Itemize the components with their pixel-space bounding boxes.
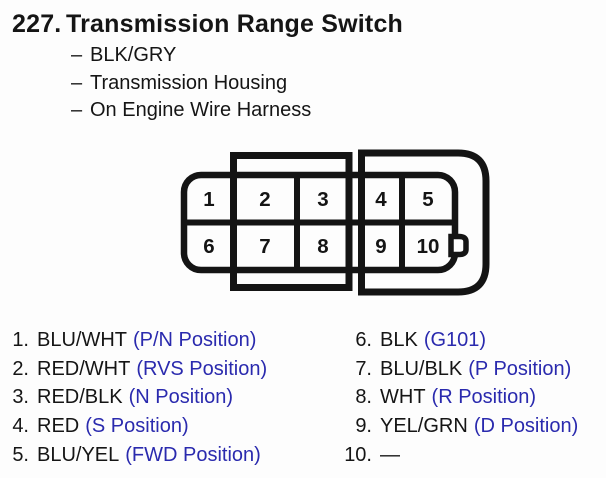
connector-pin-9: 9 — [375, 235, 386, 258]
wire-color: — — [380, 443, 400, 466]
connector-pin-4: 4 — [375, 188, 387, 211]
wire-color: BLU/BLK — [380, 357, 463, 380]
connector-pin-6: 6 — [203, 235, 214, 258]
pin-number: 1. — [12, 328, 29, 351]
pin-row-9: 9. YEL/GRN (D Position) — [342, 412, 578, 441]
connector-side-tab — [448, 233, 469, 258]
pin-row-8: 8. WHT (R Position) — [342, 383, 578, 412]
wire-color: BLU/WHT — [37, 328, 127, 351]
pin-row-7: 7. BLU/BLK (P Position) — [342, 355, 578, 384]
wire-color: RED/BLK — [37, 386, 123, 409]
pin-row-10: 10. — — [342, 441, 578, 470]
connector-pin-5: 5 — [422, 188, 433, 211]
wire-color: BLK — [380, 328, 418, 351]
wire-color: RED — [37, 414, 80, 437]
pin-function: (R Position) — [431, 386, 537, 409]
pin-row-4: 4. RED (S Position) — [12, 412, 267, 441]
dash-bullet: – — [71, 44, 83, 67]
pin-function: (P/N Position) — [133, 328, 257, 351]
pin-number: 10. — [344, 443, 372, 466]
page-title: 227. Transmission Range Switch — [12, 10, 403, 39]
connector-pin-2: 2 — [259, 188, 270, 211]
connector-pin-1: 1 — [203, 188, 214, 211]
wire-color: RED/WHT — [37, 357, 131, 380]
pin-function: (S Position) — [85, 414, 189, 437]
pin-row-6: 6. BLK (G101) — [342, 326, 578, 355]
attribute-label: Transmission Housing — [90, 71, 288, 94]
wire-color: YEL/GRN — [380, 414, 468, 437]
pin-function: (D Position) — [473, 414, 579, 437]
wire-color: WHT — [380, 386, 426, 409]
pin-number: 9. — [355, 414, 372, 437]
dash-bullet: – — [71, 71, 83, 94]
pin-function: (N Position) — [128, 386, 234, 409]
pin-number: 3. — [12, 386, 29, 409]
pin-row-2: 2. RED/WHT (RVS Position) — [12, 355, 267, 384]
attribute-harness: – On Engine Wire Harness — [71, 97, 311, 125]
pin-list-right: 6. BLK (G101) 7. BLU/BLK (P Position) 8.… — [342, 326, 578, 469]
pin-number: 2. — [12, 357, 29, 380]
pin-function: (P Position) — [468, 357, 572, 380]
item-number: 227. — [12, 10, 62, 38]
pin-row-1: 1. BLU/WHT (P/N Position) — [12, 326, 267, 355]
connector-pin-8: 8 — [317, 235, 328, 258]
pin-number: 4. — [12, 414, 29, 437]
connector-pin-3: 3 — [317, 188, 328, 211]
connector-diagram: 1 2 3 4 5 6 7 8 9 10 — [180, 149, 490, 296]
pin-number: 7. — [355, 357, 372, 380]
connector-pin-10: 10 — [417, 235, 440, 258]
attribute-location: – Transmission Housing — [71, 70, 311, 98]
dash-bullet: – — [71, 99, 83, 122]
pin-list-left: 1. BLU/WHT (P/N Position) 2. RED/WHT (RV… — [12, 326, 267, 469]
attribute-label: On Engine Wire Harness — [90, 99, 312, 122]
pin-function: (RVS Position) — [136, 357, 268, 380]
pin-function: (FWD Position) — [125, 443, 261, 466]
attribute-label: BLK/GRY — [90, 44, 177, 67]
pin-number: 8. — [355, 386, 372, 409]
pin-function: (G101) — [423, 328, 487, 351]
pin-number: 5. — [12, 443, 29, 466]
pin-number: 6. — [355, 328, 372, 351]
component-attributes: – BLK/GRY – Transmission Housing – On En… — [71, 42, 311, 125]
connector-pin-7: 7 — [259, 235, 270, 258]
pin-row-3: 3. RED/BLK (N Position) — [12, 383, 267, 412]
connector-shroud-outline — [358, 149, 490, 296]
pin-row-5: 5. BLU/YEL (FWD Position) — [12, 441, 267, 470]
item-title: Transmission Range Switch — [66, 10, 404, 38]
wire-color: BLU/YEL — [37, 443, 120, 466]
attribute-wire-color: – BLK/GRY — [71, 42, 311, 70]
